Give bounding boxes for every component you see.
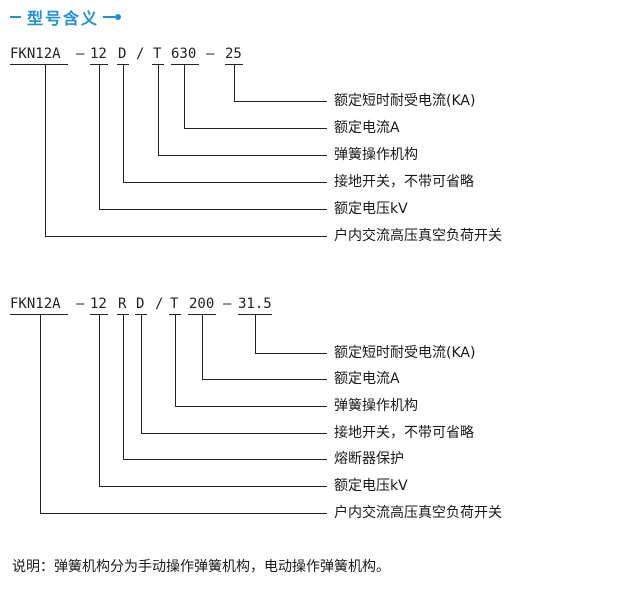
description-2-7: 户内交流高压真空负荷开关 [334,505,502,521]
token-grounding: D [136,296,145,312]
token-fkn12a: FKN12A [10,46,61,62]
model-code-2: FKN12A – 12 R D / T 200 – 31.5 [0,294,300,314]
token-current: 630 [171,46,197,62]
token-fuse: R [118,296,127,312]
heading-dot-icon [115,14,122,20]
heading-dash [10,16,21,18]
description-1-4: 接地开关，不带可省略 [334,174,474,190]
token-fkn12a: FKN12A [10,296,61,312]
section-heading: 型号含义 [10,4,122,30]
token-slash: / [155,296,164,312]
token-mechanism: T [153,46,162,62]
description-1-5: 额定电压kV [334,201,408,217]
heading-title: 型号含义 [27,9,100,28]
description-1-6: 户内交流高压真空负荷开关 [334,228,502,244]
token-short-time-current: 31.5 [238,296,272,312]
description-1-1: 额定短时耐受电流(KA) [334,93,476,109]
description-1-3: 弹簧操作机构 [334,147,418,163]
token-slash: / [136,46,145,62]
token-dash: – [76,46,85,62]
token-mechanism: T [170,296,179,312]
token-dash: – [223,296,232,312]
token-grounding: D [118,46,127,62]
description-2-1: 额定短时耐受电流(KA) [334,345,476,361]
description-2-6: 额定电压kV [334,478,408,494]
model-code-1: FKN12A – 12 D / T 630 – 25 [0,44,300,64]
description-2-5: 熔断器保护 [334,451,404,467]
token-voltage: 12 [90,296,107,312]
token-voltage: 12 [90,46,107,62]
token-dash: – [76,296,85,312]
token-short-time-current: 25 [225,46,242,62]
description-2-2: 额定电流A [334,371,400,387]
heading-tail-line [103,16,116,18]
token-dash: – [206,46,215,62]
description-2-4: 接地开关，不带可省略 [334,425,474,441]
description-1-2: 额定电流A [334,120,400,136]
token-current: 200 [189,296,215,312]
description-2-3: 弹簧操作机构 [334,398,418,414]
note-text: 说明：弹簧机构分为手动操作弹簧机构，电动操作弹簧机构。 [12,559,390,575]
